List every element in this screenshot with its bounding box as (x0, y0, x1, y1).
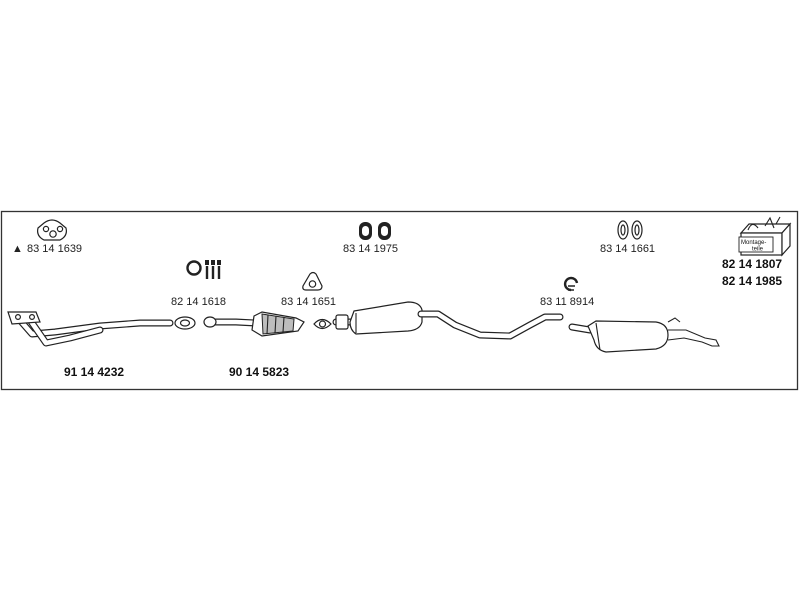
part-number-gasket-triangle: 83 14 1651 (281, 296, 336, 308)
flange-gasket-2-icon (313, 318, 332, 330)
rubber-mount-rings-icon (359, 222, 391, 240)
front-gasket-icon (37, 219, 67, 241)
marker-triangle: ▲ (12, 243, 23, 255)
mounting-kit-box-icon: Montage- teile (738, 216, 792, 257)
flange-gasket-1-icon (174, 316, 196, 330)
part-number-mounting-kit-b: 82 14 1985 (722, 274, 782, 288)
rear-silencer-icon (568, 317, 720, 353)
front-pipe-icon (7, 311, 174, 347)
part-number-catalytic-converter: 90 14 5823 (229, 365, 289, 379)
triangle-gasket-icon (302, 271, 323, 291)
part-number-clamp: 83 11 8914 (540, 296, 594, 308)
catalytic-converter-icon (203, 311, 305, 337)
rubber-mount-rings-small-icon (617, 220, 643, 240)
part-number-front-pipe: 91 14 4232 (64, 365, 124, 379)
kit-box-label-line2: teile (752, 247, 764, 253)
kit-box-label-line1: Montage- (741, 240, 766, 246)
part-number-gasket-front: 83 14 1639 (27, 243, 82, 255)
clamp-icon (563, 276, 579, 292)
bolt-set-icon (186, 260, 221, 279)
part-number-bolt-set: 82 14 1618 (171, 296, 226, 308)
middle-silencer-icon (332, 301, 564, 340)
diagram-frame (0, 210, 799, 391)
part-number-mounting-kit-a: 82 14 1807 (722, 257, 782, 271)
part-number-mount-rings-right: 83 14 1661 (600, 243, 655, 255)
part-number-mount-rings-middle: 83 14 1975 (343, 243, 398, 255)
